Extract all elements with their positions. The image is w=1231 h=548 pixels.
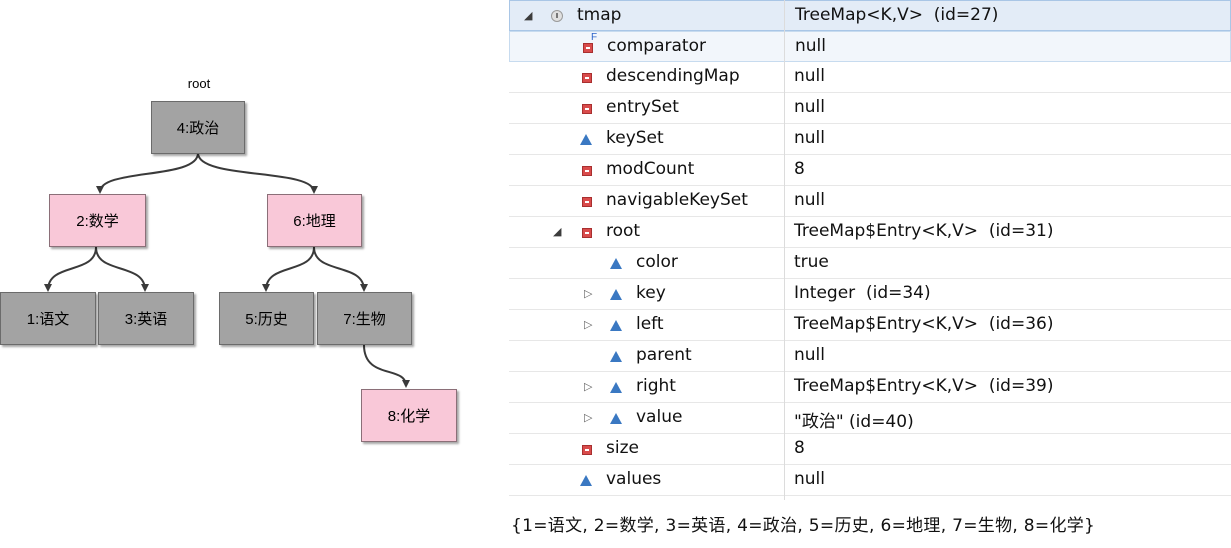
variable-value: null — [794, 469, 825, 489]
collapsed-arrow-icon[interactable]: ▷ — [584, 318, 593, 331]
column-divider[interactable] — [784, 0, 785, 500]
variable-row-navigablekeyset[interactable]: navigableKeySet null — [509, 186, 1231, 217]
variable-row-parent[interactable]: parent null — [509, 341, 1231, 372]
variable-name: entrySet — [606, 97, 679, 117]
variable-value: 8 — [794, 159, 805, 179]
variable-value: TreeMap<K,V> (id=27) — [795, 5, 999, 25]
variable-row-entryset[interactable]: entrySet null — [509, 93, 1231, 124]
variable-value: Integer (id=34) — [794, 283, 931, 303]
tree-node-5: 5:历史 — [219, 292, 314, 345]
variable-name: key — [636, 283, 666, 303]
variable-name: keySet — [606, 128, 664, 148]
root-label: root — [187, 76, 211, 91]
variable-row-value[interactable]: ▷ value "政治" (id=40) — [509, 403, 1231, 434]
variable-value: TreeMap$Entry<K,V> (id=31) — [794, 221, 1054, 241]
protected-field-icon — [580, 475, 592, 486]
collapsed-arrow-icon[interactable]: ▷ — [584, 411, 593, 424]
protected-field-icon — [610, 382, 622, 393]
variable-row-keyset[interactable]: keySet null — [509, 124, 1231, 155]
protected-field-icon — [610, 289, 622, 300]
protected-field-icon — [610, 258, 622, 269]
edge-4-2 — [96, 152, 199, 194]
variable-row-key[interactable]: ▷ key Integer (id=34) — [509, 279, 1231, 310]
variable-value: null — [794, 66, 825, 86]
variable-name: parent — [636, 345, 692, 365]
variable-value: true — [794, 252, 829, 272]
variable-name: root — [606, 221, 641, 241]
variable-row-left[interactable]: ▷ left TreeMap$Entry<K,V> (id=36) — [509, 310, 1231, 341]
local-variable-icon — [551, 10, 563, 22]
variable-row-size[interactable]: size 8 — [509, 434, 1231, 465]
private-field-icon — [582, 104, 592, 114]
edge-6-7 — [313, 246, 368, 292]
tree-node-4: 4:政治 — [151, 101, 245, 154]
variable-value: TreeMap$Entry<K,V> (id=36) — [794, 314, 1054, 334]
variable-row-values[interactable]: values null — [509, 465, 1231, 496]
tree-edges — [44, 152, 410, 388]
private-field-icon — [583, 43, 593, 53]
expanded-arrow-icon[interactable]: ◢ — [524, 9, 533, 22]
variable-value: 8 — [794, 438, 805, 458]
variable-row-tmap[interactable]: ◢ tmap TreeMap<K,V> (id=27) — [509, 0, 1231, 31]
variable-name: modCount — [606, 159, 695, 179]
variable-name: value — [636, 407, 683, 427]
variable-value: "政治" (id=40) — [794, 412, 914, 432]
variable-name: tmap — [577, 5, 622, 25]
variable-value: null — [795, 36, 826, 56]
variable-row-right[interactable]: ▷ right TreeMap$Entry<K,V> (id=39) — [509, 372, 1231, 403]
variable-name: left — [636, 314, 664, 334]
protected-field-icon — [580, 134, 592, 145]
edge-4-6 — [197, 152, 318, 194]
private-field-icon — [582, 166, 592, 176]
protected-field-icon — [610, 320, 622, 331]
variable-name: right — [636, 376, 676, 396]
private-field-icon — [582, 73, 592, 83]
tree-node-3: 3:英语 — [98, 292, 194, 345]
variable-name: descendingMap — [606, 66, 740, 86]
edge-6-5 — [262, 246, 315, 292]
edge-2-1 — [44, 246, 97, 292]
variable-row-comparator[interactable]: F comparator null — [509, 31, 1231, 62]
variable-name: comparator — [607, 36, 706, 56]
variable-row-descendingmap[interactable]: descendingMap null — [509, 62, 1231, 93]
variable-value: null — [794, 345, 825, 365]
private-field-icon — [582, 228, 592, 238]
protected-field-icon — [610, 413, 622, 424]
variable-row-root[interactable]: ◢ root TreeMap$Entry<K,V> (id=31) — [509, 217, 1231, 248]
final-modifier-icon: F — [591, 32, 598, 43]
edge-7-8 — [363, 344, 410, 388]
variable-value: null — [794, 190, 825, 210]
variable-value: TreeMap$Entry<K,V> (id=39) — [794, 376, 1054, 396]
red-black-tree-diagram: root 4:政治 2:数学 6:地理 1:语文 3:英语 5:历史 7:生物 … — [0, 0, 500, 548]
variable-name: values — [606, 469, 662, 489]
tree-node-2: 2:数学 — [49, 194, 146, 247]
collapsed-arrow-icon[interactable]: ▷ — [584, 287, 593, 300]
tree-node-8: 8:化学 — [361, 389, 457, 442]
console-output: {1=语文, 2=数学, 3=英语, 4=政治, 5=历史, 6=地理, 7=生… — [511, 516, 1096, 536]
tree-node-1: 1:语文 — [0, 292, 96, 345]
protected-field-icon — [610, 351, 622, 362]
expanded-arrow-icon[interactable]: ◢ — [553, 225, 562, 238]
variable-name: navigableKeySet — [606, 190, 748, 210]
edge-2-3 — [95, 246, 149, 292]
variable-value: null — [794, 128, 825, 148]
collapsed-arrow-icon[interactable]: ▷ — [584, 380, 593, 393]
variable-name: color — [636, 252, 678, 272]
variable-row-modcount[interactable]: modCount 8 — [509, 155, 1231, 186]
tree-node-7: 7:生物 — [317, 292, 412, 345]
variable-name: size — [606, 438, 639, 458]
tree-node-6: 6:地理 — [267, 194, 362, 247]
private-field-icon — [582, 197, 592, 207]
variable-row-color[interactable]: color true — [509, 248, 1231, 279]
private-field-icon — [582, 445, 592, 455]
variables-view[interactable]: ◢ tmap TreeMap<K,V> (id=27) F comparator… — [509, 0, 1231, 500]
variable-value: null — [794, 97, 825, 117]
